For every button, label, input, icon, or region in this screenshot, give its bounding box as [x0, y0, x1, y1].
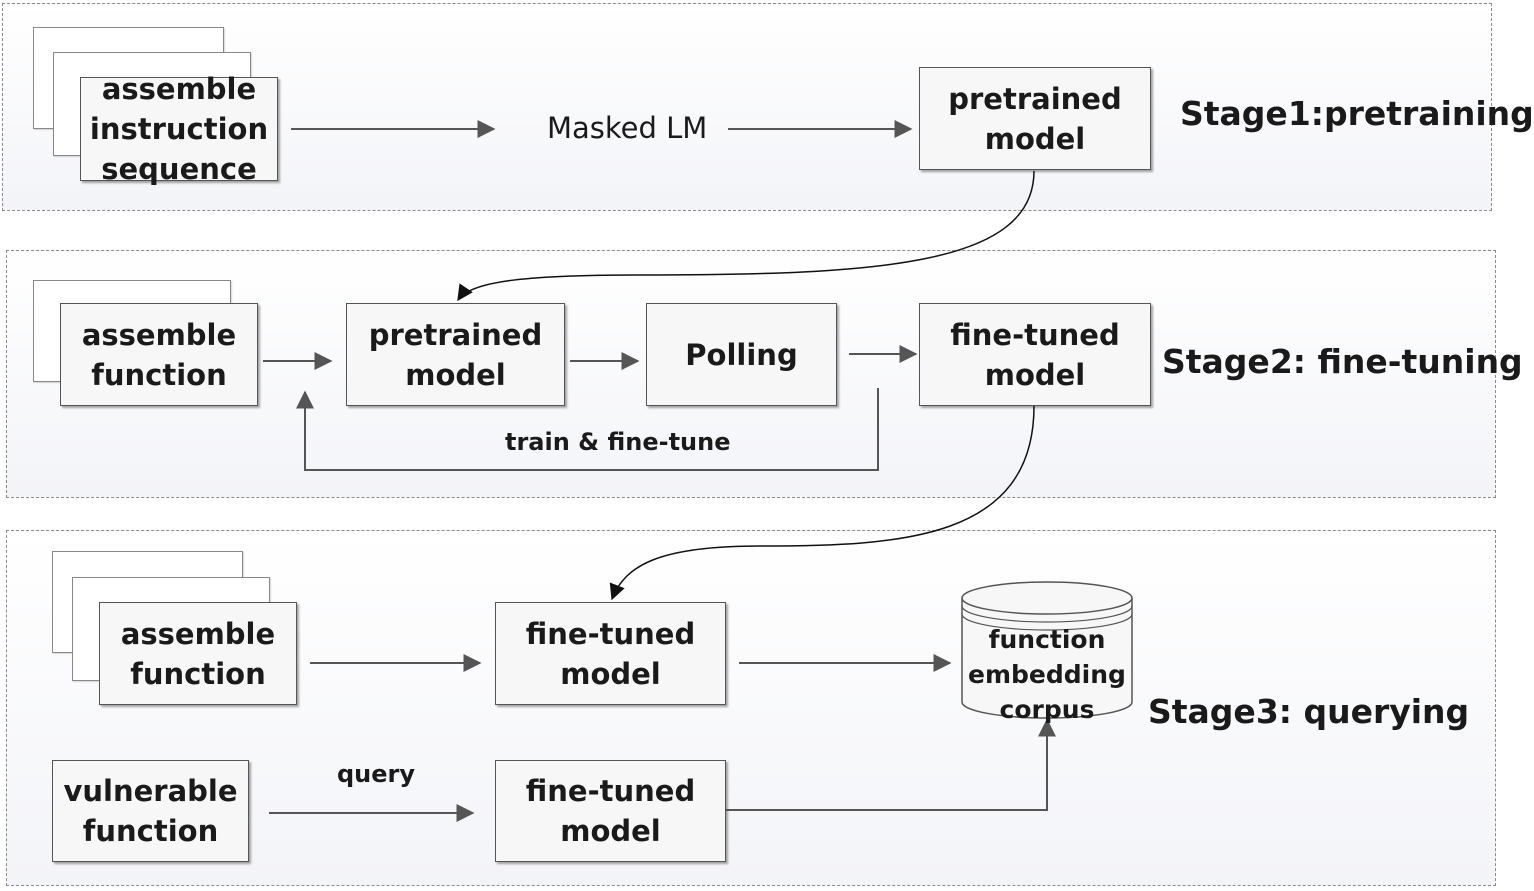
- stage1-title: Stage1:pretraining: [1180, 94, 1534, 133]
- stage3-title: Stage3: querying: [1148, 692, 1470, 731]
- stage2-fine-tuned-model-box: fine-tuned model: [919, 303, 1151, 406]
- stage1-method-label: Masked LM: [547, 111, 708, 145]
- stage1-pretrained-model-box: pretrained model: [919, 67, 1151, 170]
- stage2-loop-label: train & fine-tune: [505, 428, 731, 456]
- stage3-fine-tuned-model-top-box: fine-tuned model: [495, 602, 726, 705]
- stage2-input-box: assemble function: [60, 303, 258, 406]
- stage3-input-box: assemble function: [99, 602, 297, 705]
- stage3-query-label: query: [337, 760, 416, 788]
- stage3-fine-tuned-model-bottom-box: fine-tuned model: [495, 760, 726, 862]
- corpus-database-label: function embedding corpus: [968, 625, 1126, 724]
- stage3-vulnerable-function-box: vulnerable function: [52, 760, 249, 862]
- stage2-title: Stage2: fine-tuning: [1162, 342, 1523, 381]
- stage2-pooling-box: Polling: [646, 303, 837, 406]
- stage2-pretrained-model-box: pretrained model: [346, 303, 565, 406]
- stage1-input-box: assemble instruction sequence: [80, 72, 278, 186]
